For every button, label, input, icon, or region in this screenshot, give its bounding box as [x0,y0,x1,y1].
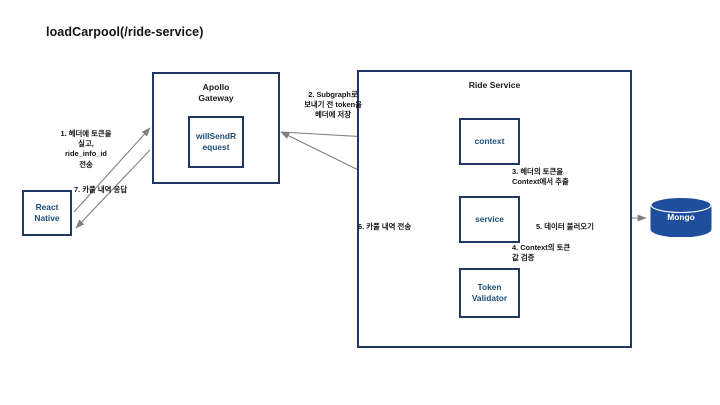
node-context[interactable]: context [459,118,520,165]
edge-label-6: 6. 카풀 내역 전송 [358,222,412,231]
edge-label-2: 2. Subgraph로 보내기 전 token을 헤더에 저장 [304,90,362,120]
node-will-send-request[interactable]: willSendR equest [188,116,244,168]
edge-label-4: 4. Context의 토큰 값 검증 [512,243,571,263]
node-service[interactable]: service [459,196,520,243]
page-title: loadCarpool(/ride-service) [46,25,204,39]
edge-label-3: 3. 헤더의 토큰을 Context에서 추출 [512,167,569,187]
node-mongo-cylinder[interactable] [650,197,712,237]
edge-label-5: 5. 데이터 불러오기 [536,222,594,231]
node-token-validator[interactable]: Token Validator [459,268,520,318]
edge-label-1: 1. 헤더에 토큰을 실고, ride_info_id 전송 [60,129,112,169]
edge-label-7: 7. 카풀 내역 응답 [74,185,128,194]
node-react-native[interactable]: React Native [22,190,72,236]
